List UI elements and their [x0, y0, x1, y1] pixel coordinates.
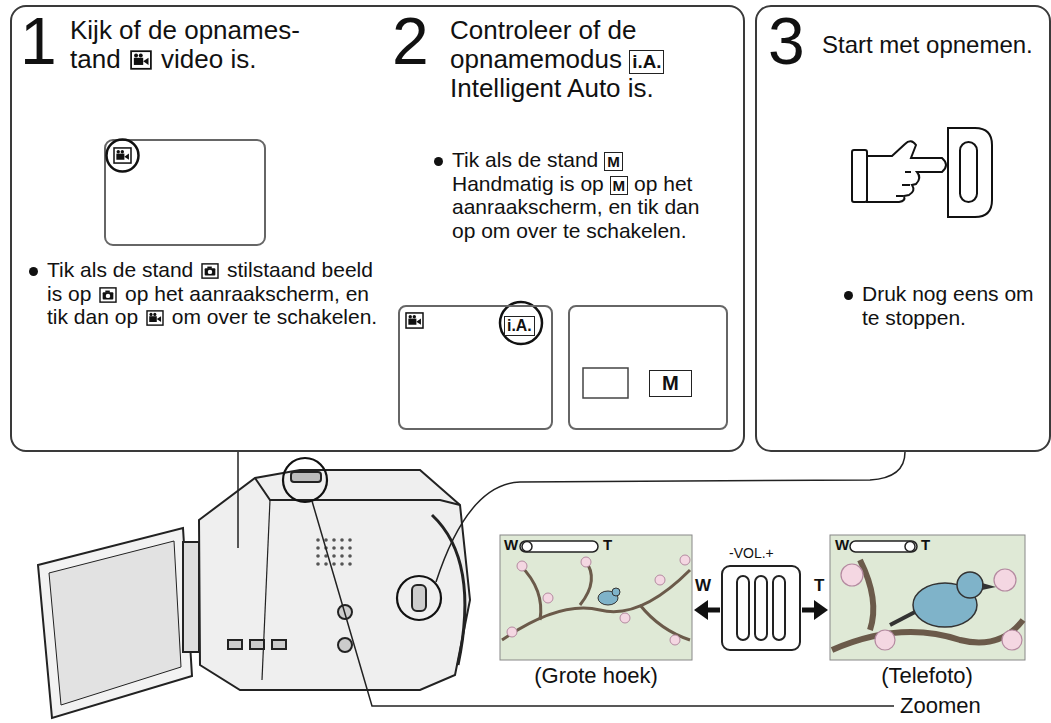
screen	[105, 140, 265, 245]
step-panel: i.A. M 1Kijk of de opnames- tand video is.…	[10, 5, 745, 452]
lever-label: -VOL.+	[729, 546, 774, 561]
text-block: Controleer of de opnamemodus i.A. Intell…	[450, 16, 735, 103]
highlight-ring	[107, 140, 139, 172]
mode-button-text: i.A.	[629, 50, 664, 74]
telephoto-picture	[830, 535, 1025, 660]
picture-caption: (Telefoto)	[881, 664, 973, 688]
record-button-drawing	[852, 128, 992, 217]
mode-button-text: M	[604, 152, 623, 171]
text-block: Tik als de stand M Handmatig is op M op …	[430, 148, 702, 242]
step-number: 1	[20, 4, 57, 78]
photo-mode-icon	[99, 287, 117, 303]
text-block: M	[649, 365, 692, 397]
text-block: i.A.	[504, 312, 535, 337]
text-block: 1	[20, 8, 57, 74]
mode-button-text: M	[610, 176, 629, 195]
step-number: 3	[768, 4, 805, 78]
video-mode-icon	[146, 310, 164, 326]
zoom-lever	[694, 566, 828, 650]
mode-button-text: M	[649, 370, 692, 397]
zoom-tele-mark: T	[814, 577, 824, 596]
zoom-wide-mark: W	[695, 577, 711, 596]
highlight-ring	[283, 458, 327, 502]
instruction-text: Tik als de stand	[452, 148, 598, 171]
instruction-text: video is.	[161, 44, 256, 74]
zoom-tele-mark: T	[603, 537, 612, 554]
screen-box: M	[568, 305, 728, 430]
instruction-text: Start met opnemen.	[822, 31, 1033, 58]
instruction-text: Controleer of de opnamemodus	[450, 15, 636, 74]
bullet-dot	[844, 291, 853, 300]
text-block: 2	[392, 8, 429, 74]
wide-angle-picture	[500, 535, 692, 660]
text-block: Kijk of de opnames- tand video is.	[70, 16, 345, 74]
instruction-text: om over te schakelen.	[172, 305, 377, 328]
step-number: 2	[392, 4, 429, 78]
zoom-wide-mark: W	[504, 537, 518, 554]
instruction-text: Intelligent Auto is.	[450, 73, 654, 103]
bullet-dot	[434, 157, 443, 166]
callout-label: Zoomen	[900, 694, 981, 718]
instruction-text: Druk nog eens om te stoppen.	[862, 282, 1034, 329]
highlight-ring	[397, 576, 441, 620]
bullet-dot	[29, 267, 38, 276]
text-block: Tik als de stand stilstaand beeld is op …	[25, 258, 382, 329]
video-mode-icon	[130, 50, 152, 70]
step-panel: 3 Start met opnemen. Druk nog eens om te s…	[755, 5, 1051, 452]
instruction-text: Handmatig is op	[452, 172, 604, 195]
mode-button-text: i.A.	[504, 316, 535, 336]
screen-box: i.A.	[398, 305, 553, 430]
text-block: Start met opnemen.	[822, 32, 1042, 59]
picture-caption: (Grote hoek)	[534, 664, 658, 688]
instruction-text: Tik als de stand	[47, 258, 193, 281]
zoom-tele-mark: T	[921, 537, 930, 554]
empty-button	[583, 368, 628, 398]
leader-line	[238, 452, 905, 706]
text-block: 3	[768, 8, 805, 74]
camcorder-drawing	[38, 470, 470, 718]
highlight-ring	[500, 302, 542, 344]
text-block: Druk nog eens om te stoppen.	[840, 282, 1047, 329]
zoom-wide-mark: W	[835, 537, 849, 554]
photo-mode-icon	[201, 263, 219, 279]
